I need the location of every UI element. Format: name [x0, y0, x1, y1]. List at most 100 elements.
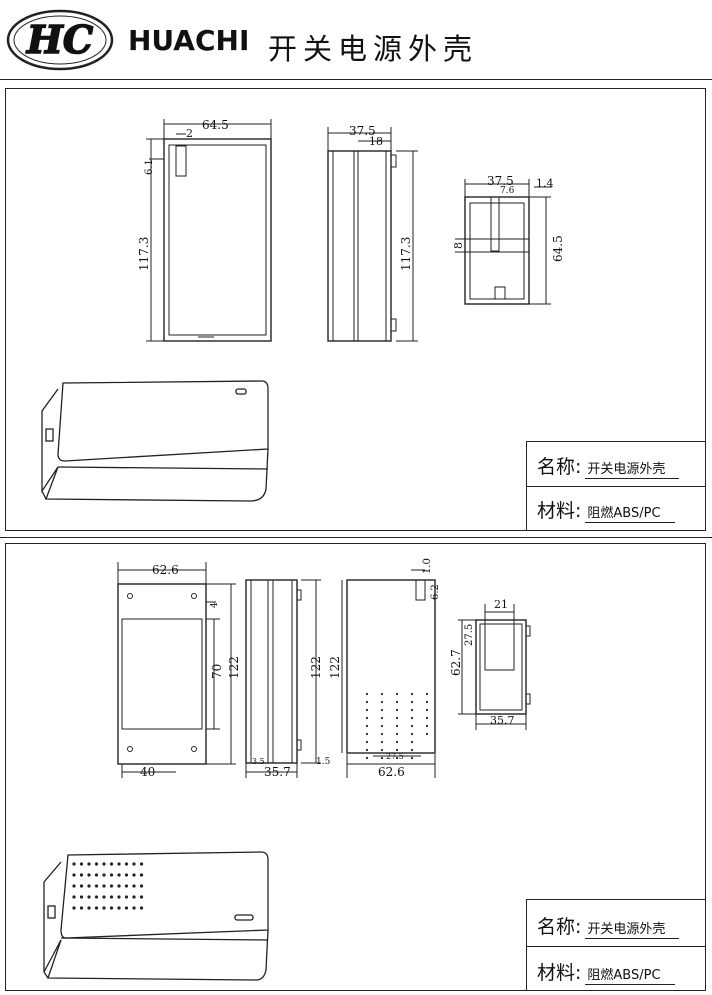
panel-1-drawing: 64.5 2 6.1 117.3 37.5 18 117.3 37.5	[41, 118, 565, 502]
isometric-view-2	[43, 851, 269, 981]
material-value: 阻燃ABS/PC	[585, 506, 675, 523]
vent-hole	[410, 732, 414, 736]
isometric-view	[41, 380, 269, 502]
vent-hole	[132, 862, 136, 866]
vent-hole	[380, 692, 384, 696]
dim-side-height: 117.3	[399, 237, 413, 271]
front-view	[146, 119, 272, 342]
vent-hole	[72, 862, 76, 866]
vent-hole	[365, 716, 369, 720]
name-row-2: 名称:开关电源外壳	[537, 912, 680, 939]
vent-hole	[109, 884, 114, 888]
drawing-panel-2: 62.6 4 70 122 40 122 3.5 35.7 1.5 1.0 6	[5, 543, 706, 991]
vent-hole	[365, 732, 369, 736]
vent-hole	[395, 708, 399, 712]
dim-back-27-5: 27.5	[386, 752, 404, 761]
side-view	[327, 127, 418, 342]
dim-end-depth: 37.5	[487, 174, 514, 188]
dim-end-1-4: 1.4	[536, 177, 554, 190]
vent-hole	[102, 862, 106, 866]
vent-hole	[139, 862, 144, 866]
vent-hole	[79, 895, 84, 899]
vent-hole	[117, 895, 121, 899]
vent-hole	[425, 724, 429, 728]
front-view-2	[117, 562, 236, 778]
vent-hole	[380, 716, 384, 720]
vent-hole	[365, 740, 369, 744]
vent-hole	[425, 716, 429, 720]
vent-hole	[79, 862, 84, 866]
dim-end2-21: 21	[494, 598, 508, 611]
vent-hole	[380, 748, 384, 752]
vent-hole	[425, 708, 429, 712]
vent-hole	[395, 756, 399, 760]
dim-side2-height: 122	[309, 656, 323, 679]
vent-hole	[380, 708, 384, 712]
vent-hole	[365, 692, 369, 696]
logo-text: HC	[26, 17, 93, 62]
dim-front2-width: 62.6	[152, 563, 179, 577]
dim-side2-3-5: 3.5	[252, 757, 265, 766]
vent-hole	[109, 873, 114, 877]
vent-hole	[94, 862, 99, 866]
vent-hole	[410, 756, 414, 760]
drawing-panel-1: 64.5 2 6.1 117.3 37.5 18 117.3 37.5	[5, 88, 706, 531]
vent-hole	[425, 700, 429, 704]
dim-end2-width: 35.7	[490, 714, 515, 727]
vent-hole	[380, 756, 384, 760]
page-title: 开关电源外壳	[268, 32, 479, 66]
vent-hole	[94, 906, 99, 910]
header-rule	[0, 79, 712, 80]
vent-hole	[395, 740, 399, 744]
vent-hole	[380, 740, 384, 744]
vent-hole	[380, 724, 384, 728]
dim-side-depth: 37.5	[349, 124, 376, 138]
title-block-2: 名称:开关电源外壳 材料:阻燃ABS/PC	[526, 899, 705, 990]
name-row: 名称:开关电源外壳	[537, 452, 680, 479]
vent-hole	[94, 873, 99, 877]
dim-back-height: 122	[328, 656, 342, 679]
vent-hole	[79, 873, 84, 877]
vent-hole	[139, 895, 144, 899]
vent-hole	[94, 895, 99, 899]
separator-rule	[0, 537, 712, 538]
vent-hole	[87, 862, 91, 866]
vent-holes	[365, 692, 429, 760]
vent-hole	[87, 884, 91, 888]
vent-hole	[365, 748, 369, 752]
dim-front-width: 64.5	[202, 118, 229, 132]
material-row-2: 材料:阻燃ABS/PC	[537, 958, 675, 985]
vent-hole	[87, 873, 91, 877]
dim-front-height: 117.3	[137, 237, 151, 271]
vent-hole	[139, 906, 144, 910]
vent-hole	[132, 895, 136, 899]
dim-front2-70: 70	[210, 664, 224, 679]
vent-hole	[117, 862, 121, 866]
vent-hole	[410, 740, 414, 744]
vent-hole	[72, 906, 76, 910]
dim-front-2: 2	[186, 127, 193, 140]
vent-hole	[132, 906, 136, 910]
end-view-2	[458, 604, 531, 730]
vent-hole	[79, 884, 84, 888]
vent-hole	[365, 756, 369, 760]
dim-end2-height: 62.7	[449, 649, 463, 676]
dim-side-18: 18	[369, 135, 383, 148]
dim-back-1-0: 1.0	[422, 558, 433, 574]
vent-hole	[410, 748, 414, 752]
vent-hole	[87, 895, 91, 899]
vent-hole	[102, 884, 106, 888]
vent-hole	[109, 895, 114, 899]
dim-end2-27-5: 27.5	[464, 624, 475, 646]
vent-hole	[124, 895, 129, 899]
vent-hole	[395, 724, 399, 728]
name-value: 开关电源外壳	[585, 462, 680, 479]
vent-hole	[109, 862, 114, 866]
vent-hole	[79, 906, 84, 910]
vent-hole	[87, 906, 91, 910]
dim-back-width: 62.6	[378, 765, 405, 779]
material-value-2: 阻燃ABS/PC	[585, 968, 675, 985]
vent-hole	[410, 724, 414, 728]
vent-hole	[425, 732, 429, 736]
dim-side2-depth: 35.7	[264, 765, 291, 779]
